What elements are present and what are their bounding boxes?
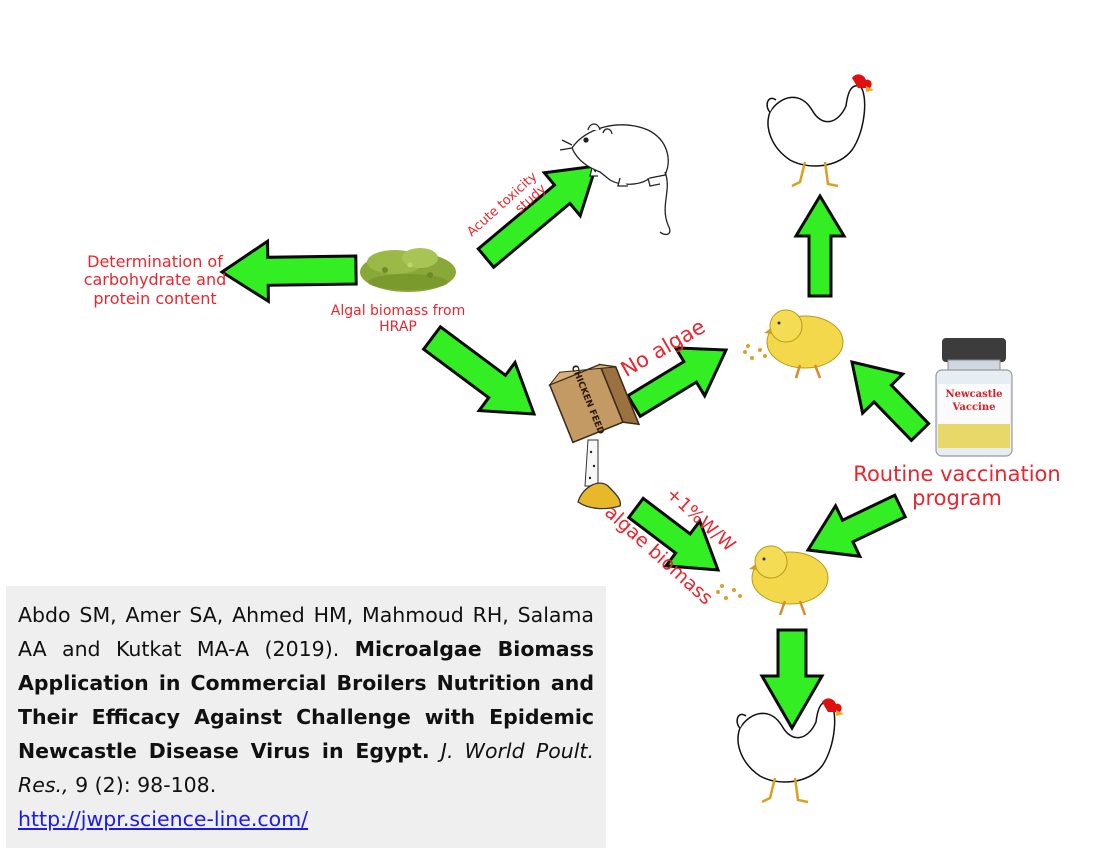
label-line: Determination of (87, 252, 223, 271)
algae-powder-icon (360, 248, 456, 292)
vaccine-vial-icon (935, 338, 1013, 457)
vaccine-vial-label: Newcastle Vaccine (938, 388, 1010, 414)
routine-vaccination-label: Routine vaccination program (842, 462, 1072, 510)
vial-label-line: Vaccine (952, 402, 996, 413)
arrow-algal-biomass-to-rat (476, 164, 599, 270)
chick-algae-icon (716, 545, 829, 616)
arrow-algal-biomass-to-determination (219, 238, 358, 305)
arrow-chick-control-to-hen-control (793, 193, 847, 298)
hen-algae-icon (736, 698, 844, 804)
citation-link[interactable]: http://jwpr.science-line.com/ (18, 807, 309, 831)
citation-journal: J. World Poult. Res., (18, 739, 594, 797)
label-line: protein content (93, 288, 217, 308)
label-line: program (912, 486, 1002, 511)
label-line: carbohydrate and (83, 270, 227, 290)
hen-control-icon (766, 74, 874, 188)
arrow-feed-to-chick-algae (626, 496, 721, 572)
citation-box: Abdo SM, Amer SA, Ahmed HM, Mahmoud RH, … (6, 586, 606, 848)
citation-volume: 9 (2): 98-108. (68, 773, 217, 797)
rat-icon (559, 123, 671, 236)
arrow-vaccine-to-chick-control (850, 359, 931, 443)
citation-authors: Abdo SM, Amer SA, Ahmed HM, Mahmoud RH, … (18, 603, 594, 661)
citation-title: Microalgae Biomass Application in Commer… (18, 637, 594, 763)
arrow-chick-algae-to-hen-algae (759, 628, 825, 732)
vial-label-line: Newcastle (945, 389, 1003, 400)
arrow-feed-to-chick-control (625, 346, 729, 419)
algal-biomass-label: Algal biomass from HRAP (330, 303, 466, 336)
label-line: Routine vaccination (853, 462, 1061, 486)
arrow-algal-biomass-to-feed (421, 324, 537, 416)
determination-label: Determination of carbohydrate and protei… (60, 252, 250, 308)
chick-control-icon (743, 309, 844, 379)
arrow-vaccine-to-chick-algae (805, 493, 908, 559)
chicken-feed-box-icon: CHICKEN FEED (548, 363, 641, 510)
